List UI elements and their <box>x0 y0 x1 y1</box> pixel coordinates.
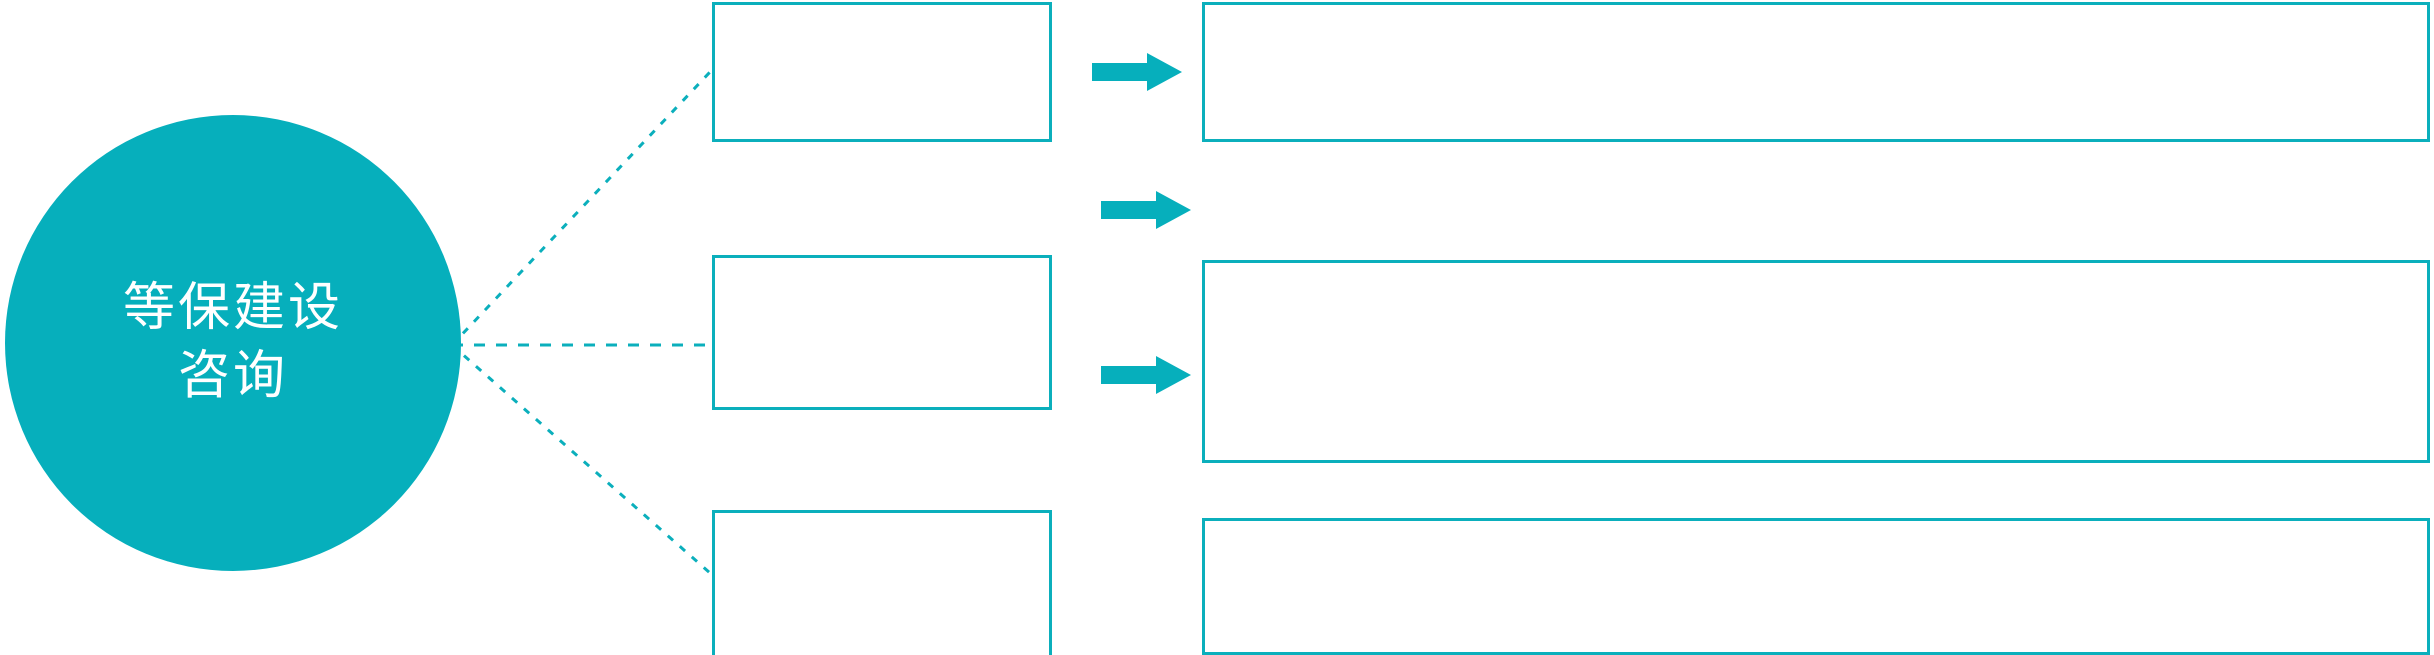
hub-circle[interactable]: 等保建设 咨询 <box>5 115 461 571</box>
connector-line-3 <box>451 343 711 575</box>
hub-title-line-1: 等保建设 <box>122 279 343 338</box>
arrow-right-icon-3 <box>1101 356 1191 394</box>
hub-title-line-2: 咨询 <box>177 347 288 405</box>
arrow-right-icon-2 <box>1101 191 1191 229</box>
stage-box-1[interactable] <box>712 2 1052 142</box>
detail-box-3[interactable] <box>1202 518 2430 655</box>
detail-box-1[interactable] <box>1202 2 2430 142</box>
detail-box-2[interactable] <box>1202 260 2430 463</box>
arrow-right-icon-1 <box>1092 53 1182 91</box>
connector-line-1 <box>450 70 712 347</box>
stage-box-2[interactable] <box>712 255 1052 410</box>
stage-box-3[interactable] <box>712 510 1052 655</box>
